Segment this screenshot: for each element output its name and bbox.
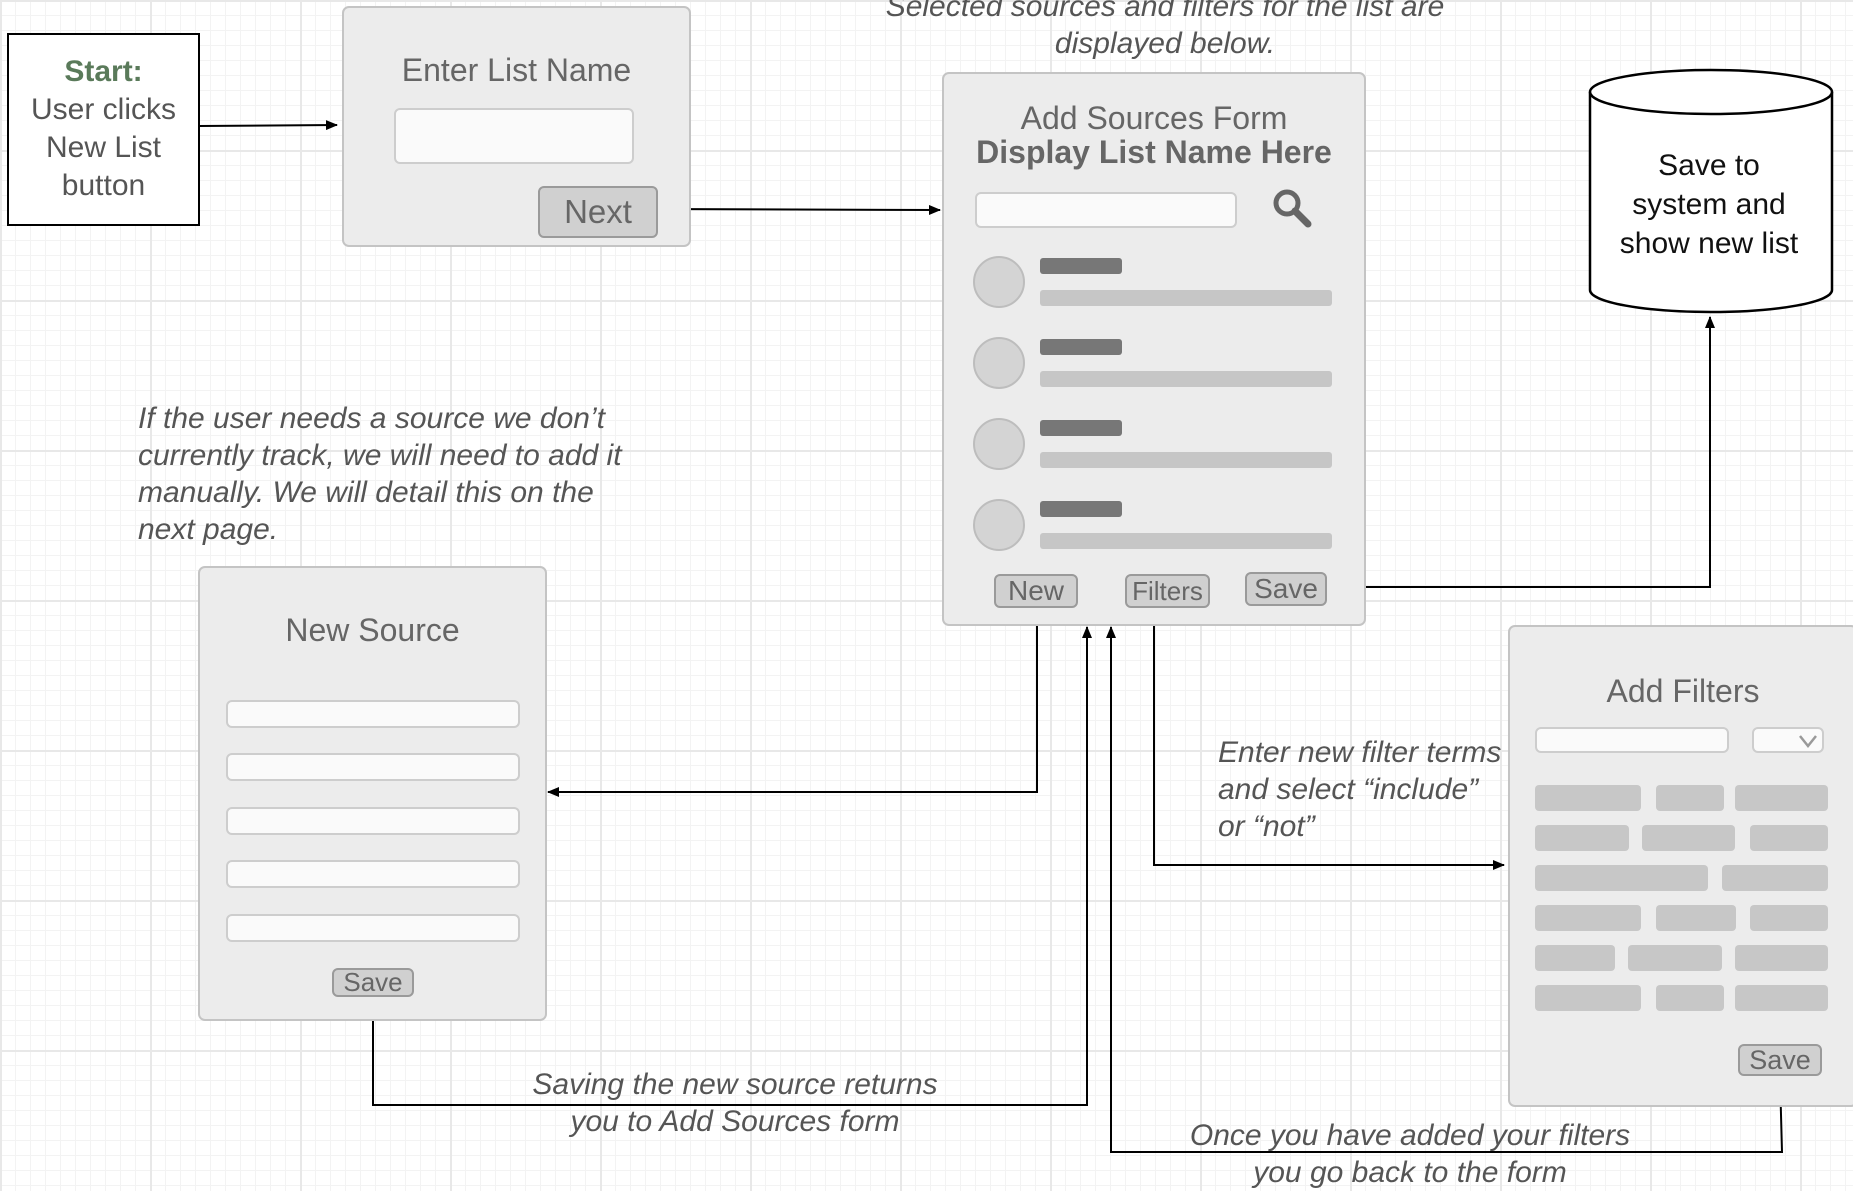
avatar — [973, 256, 1025, 308]
add-sources-caption: Selected sources and filters for the lis… — [885, 0, 1445, 60]
start-heading: Start: — [64, 55, 143, 88]
new-source-panel: New Source Save — [198, 566, 547, 1021]
avatar — [973, 337, 1025, 389]
save-return-note: Saving the new source returns you to Add… — [532, 1068, 938, 1138]
enter-list-panel: Enter List Name Next — [342, 6, 691, 247]
add-filters-panel: Add Filters Save — [1508, 625, 1853, 1107]
new-source-field[interactable] — [226, 807, 520, 835]
filters-button[interactable]: Filters — [1125, 574, 1210, 608]
new-source-field[interactable] — [226, 914, 520, 942]
new-source-field[interactable] — [226, 860, 520, 888]
filters-return-note: Once you have added your filters you go … — [1189, 1119, 1631, 1189]
new-source-field[interactable] — [226, 753, 520, 781]
add-filters-save-button[interactable]: Save — [1738, 1044, 1822, 1076]
new-source-save-button[interactable]: Save — [332, 968, 414, 997]
source-search-input[interactable] — [975, 192, 1237, 228]
add-sources-panel: Add Sources Form Display List Name Here … — [942, 72, 1366, 626]
list-name-display: Display List Name Here — [976, 134, 1332, 170]
arrow-filters-to-add-filters — [1153, 607, 1505, 870]
arrow-filters-save-back — [1106, 626, 1784, 1153]
chevron-down-icon — [1799, 735, 1817, 749]
new-source-note: If the user needs a source we don’t curr… — [138, 402, 622, 546]
arrow-next-to-add-sources — [654, 204, 941, 215]
save-system-text: Save to system and show new list — [1619, 149, 1799, 260]
save-list-button[interactable]: Save — [1245, 572, 1327, 606]
arrow-save-to-system — [1325, 316, 1715, 588]
list-name-input[interactable] — [394, 108, 634, 164]
arrow-new-to-new-source — [547, 606, 1038, 797]
start-box: Start: User clicks New List button — [7, 33, 200, 226]
filter-type-select[interactable] — [1752, 727, 1824, 753]
search-icon[interactable] — [1270, 186, 1314, 230]
avatar — [973, 499, 1025, 551]
add-filters-title: Add Filters — [1606, 673, 1760, 709]
add-sources-title: Add Sources Form — [1020, 100, 1288, 136]
filter-term-input[interactable] — [1535, 727, 1729, 753]
new-source-title: New Source — [285, 612, 460, 648]
enter-list-title: Enter List Name — [401, 52, 632, 88]
filters-note: Enter new filter terms and select “inclu… — [1218, 736, 1502, 843]
save-system-database — [1588, 68, 1834, 314]
next-button[interactable]: Next — [538, 186, 658, 238]
new-source-button[interactable]: New — [994, 574, 1078, 608]
avatar — [973, 418, 1025, 470]
new-source-field[interactable] — [226, 700, 520, 728]
arrow-start-to-enter — [198, 120, 338, 131]
start-text: User clicks New List button — [30, 93, 176, 202]
arrow-newsource-save-back — [372, 626, 1092, 1106]
